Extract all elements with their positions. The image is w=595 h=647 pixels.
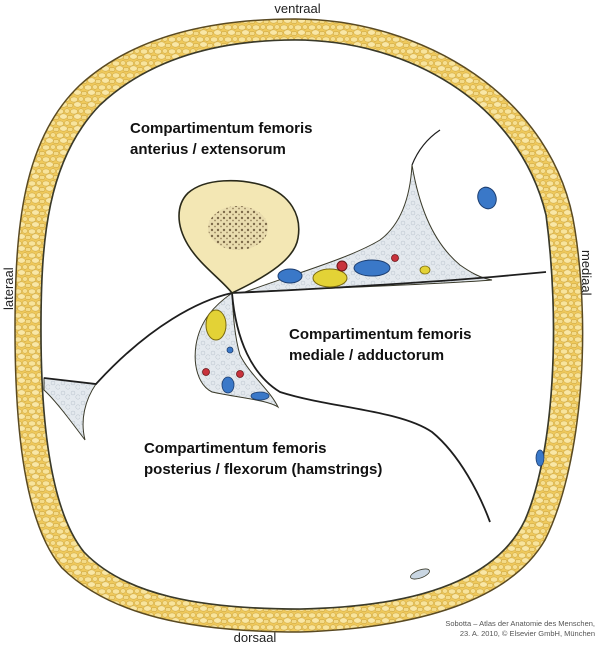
anterior-compartment-label: Compartimentum femoris anterius / extens… <box>130 118 313 160</box>
medial-artery-small <box>391 254 399 262</box>
medial-vessel-small <box>419 265 431 275</box>
orientation-lateral: lateraal <box>1 267 16 310</box>
medial-compartment-label: Compartimentum femoris mediale / adducto… <box>289 324 472 366</box>
great-vein-medial <box>353 259 391 277</box>
femoral-artery <box>336 260 348 272</box>
posterior-compartment-line2: posterius / flexorum (hamstrings) <box>144 461 383 478</box>
posterior-vein-1 <box>221 376 235 394</box>
medial-neurovascular-region <box>244 164 493 293</box>
anterior-fascial-line <box>411 129 441 166</box>
orientation-dorsal: dorsaal <box>233 630 277 645</box>
anterior-compartment-line1: Compartimentum femoris <box>130 120 313 137</box>
lateral-septum-tissue <box>43 377 97 441</box>
medial-compartment-line2: mediale / adductorum <box>289 347 445 364</box>
lateral-intermuscular-septum <box>43 292 233 385</box>
posterior-compartment-label: Compartimentum femoris posterius / flexo… <box>144 438 382 480</box>
posterior-intermuscular-septum <box>231 292 491 523</box>
credit-line1: Sobotta – Atlas der Anatomie des Mensche… <box>445 619 595 628</box>
sciatic-nerve <box>205 309 227 341</box>
femoral-vein <box>277 268 303 284</box>
orientation-medial: mediaal <box>579 250 594 296</box>
anterior-compartment-line2: anterius / extensorum <box>130 141 286 158</box>
posterior-vein-2 <box>250 391 270 401</box>
great-saphenous-vein <box>477 186 497 210</box>
femur-marrow-cavity <box>208 206 268 250</box>
posterior-artery-2 <box>236 370 244 378</box>
medial-compartment-line1: Compartimentum femoris <box>289 326 472 343</box>
femoral-nerve <box>312 268 348 288</box>
fascia-lata-outline <box>40 39 555 610</box>
posterior-artery-1 <box>202 368 210 376</box>
posterior-compartment-line1: Compartimentum femoris <box>144 440 327 457</box>
posterior-vessel-small <box>226 346 234 354</box>
orientation-ventral: ventraal <box>274 1 321 16</box>
saphenous-branch-vein <box>535 449 545 467</box>
image-credit: Sobotta – Atlas der Anatomie des Mensche… <box>430 619 595 639</box>
posterior-superficial-vein <box>410 568 430 580</box>
medial-intermuscular-septum <box>231 271 547 294</box>
credit-line2: 23. A. 2010, © Elsevier GmbH, München <box>459 629 595 638</box>
